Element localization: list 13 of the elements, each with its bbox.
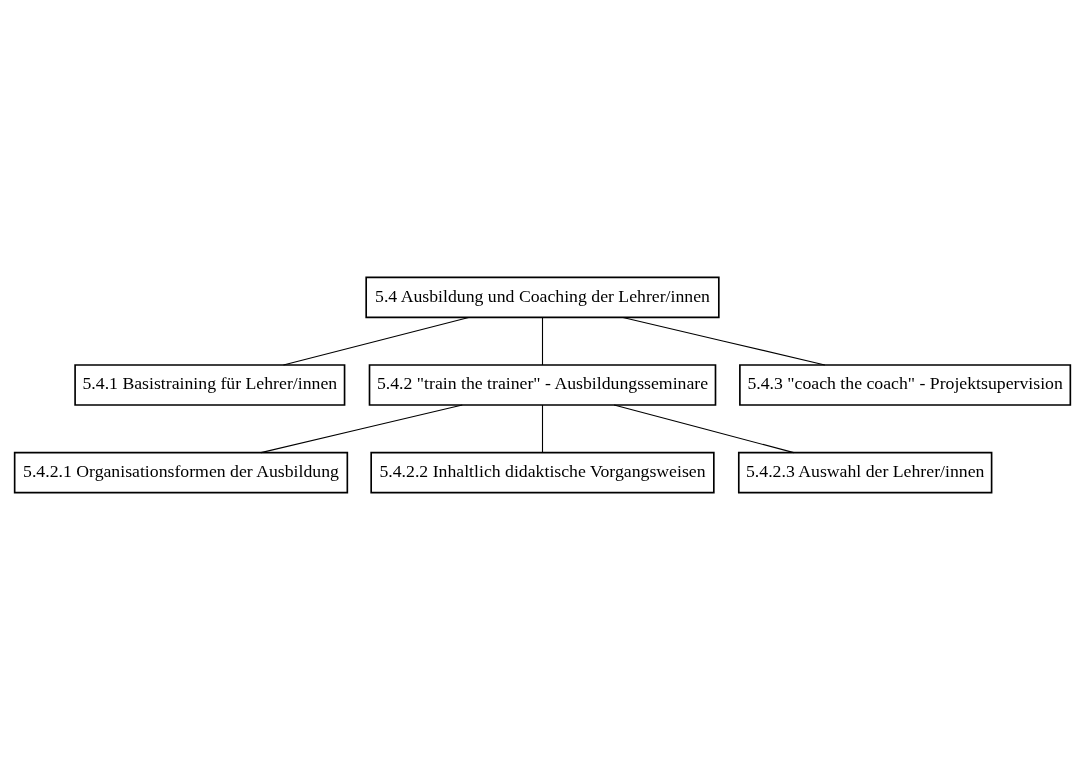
node-box: 5.4.2.3 Auswahl der Lehrer/innen [737, 451, 993, 493]
node-box: 5.4.3 "coach the coach" - Projektsupervision [739, 363, 1072, 406]
connector [541, 404, 544, 453]
connector [541, 316, 544, 366]
connector [613, 404, 795, 453]
connector [282, 316, 470, 366]
node-box: 5.4.1 Basistraining für Lehrer/innen [74, 363, 346, 406]
connector [260, 404, 463, 453]
node-box: 5.4.2.2 Inhaltlich didaktische Vorgangsweisen [370, 451, 715, 493]
node-box: 5.4.2 "train the trainer" - Ausbildungsseminare [368, 363, 717, 406]
connector [622, 316, 826, 366]
node-box: 5.4 Ausbildung und Coaching der Lehrer/innen [365, 276, 720, 318]
node-box: 5.4.2.1 Organisationsformen der Ausbildung [13, 451, 349, 493]
